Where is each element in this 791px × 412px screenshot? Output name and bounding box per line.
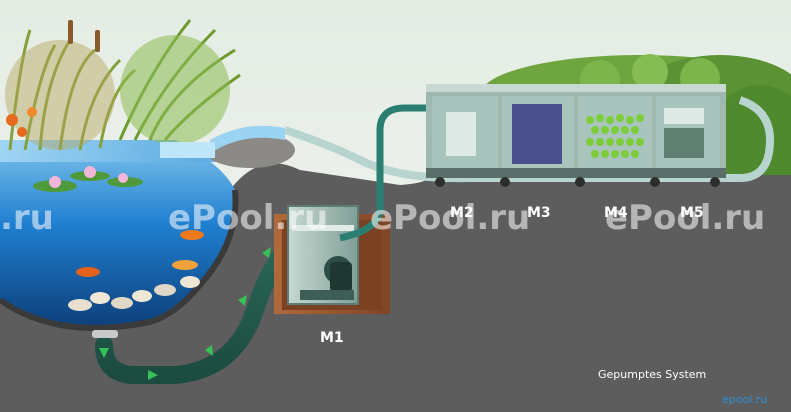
watermark-center-left: ePool.ru [168, 198, 329, 238]
label-m1: M1 [320, 330, 344, 346]
flow-arrows [99, 247, 271, 380]
label-m4: M4 [604, 205, 628, 221]
label-m5: M5 [680, 205, 704, 221]
watermark-left: .ru [0, 198, 54, 238]
pond-bank [0, 189, 239, 331]
label-m3: M3 [527, 205, 551, 221]
return-pipe [283, 96, 775, 183]
riser-pipe [339, 104, 430, 242]
pond-stones [68, 276, 200, 311]
waterfall-stream [160, 125, 295, 168]
bottom-drain [92, 330, 118, 338]
filter-cabinet [426, 84, 726, 187]
corner-watermark: epool.ru [722, 393, 768, 406]
watermark-right: ePool.ru [605, 198, 766, 238]
label-m2: M2 [450, 205, 474, 221]
watermark-center: ePool.ru [370, 198, 531, 238]
reeds-left [5, 19, 241, 151]
module-m1-pump-chamber [274, 205, 390, 314]
water-lilies [33, 166, 143, 192]
koi-fish [76, 230, 204, 277]
caption-pumped-system: Gepumptes System [598, 368, 707, 381]
